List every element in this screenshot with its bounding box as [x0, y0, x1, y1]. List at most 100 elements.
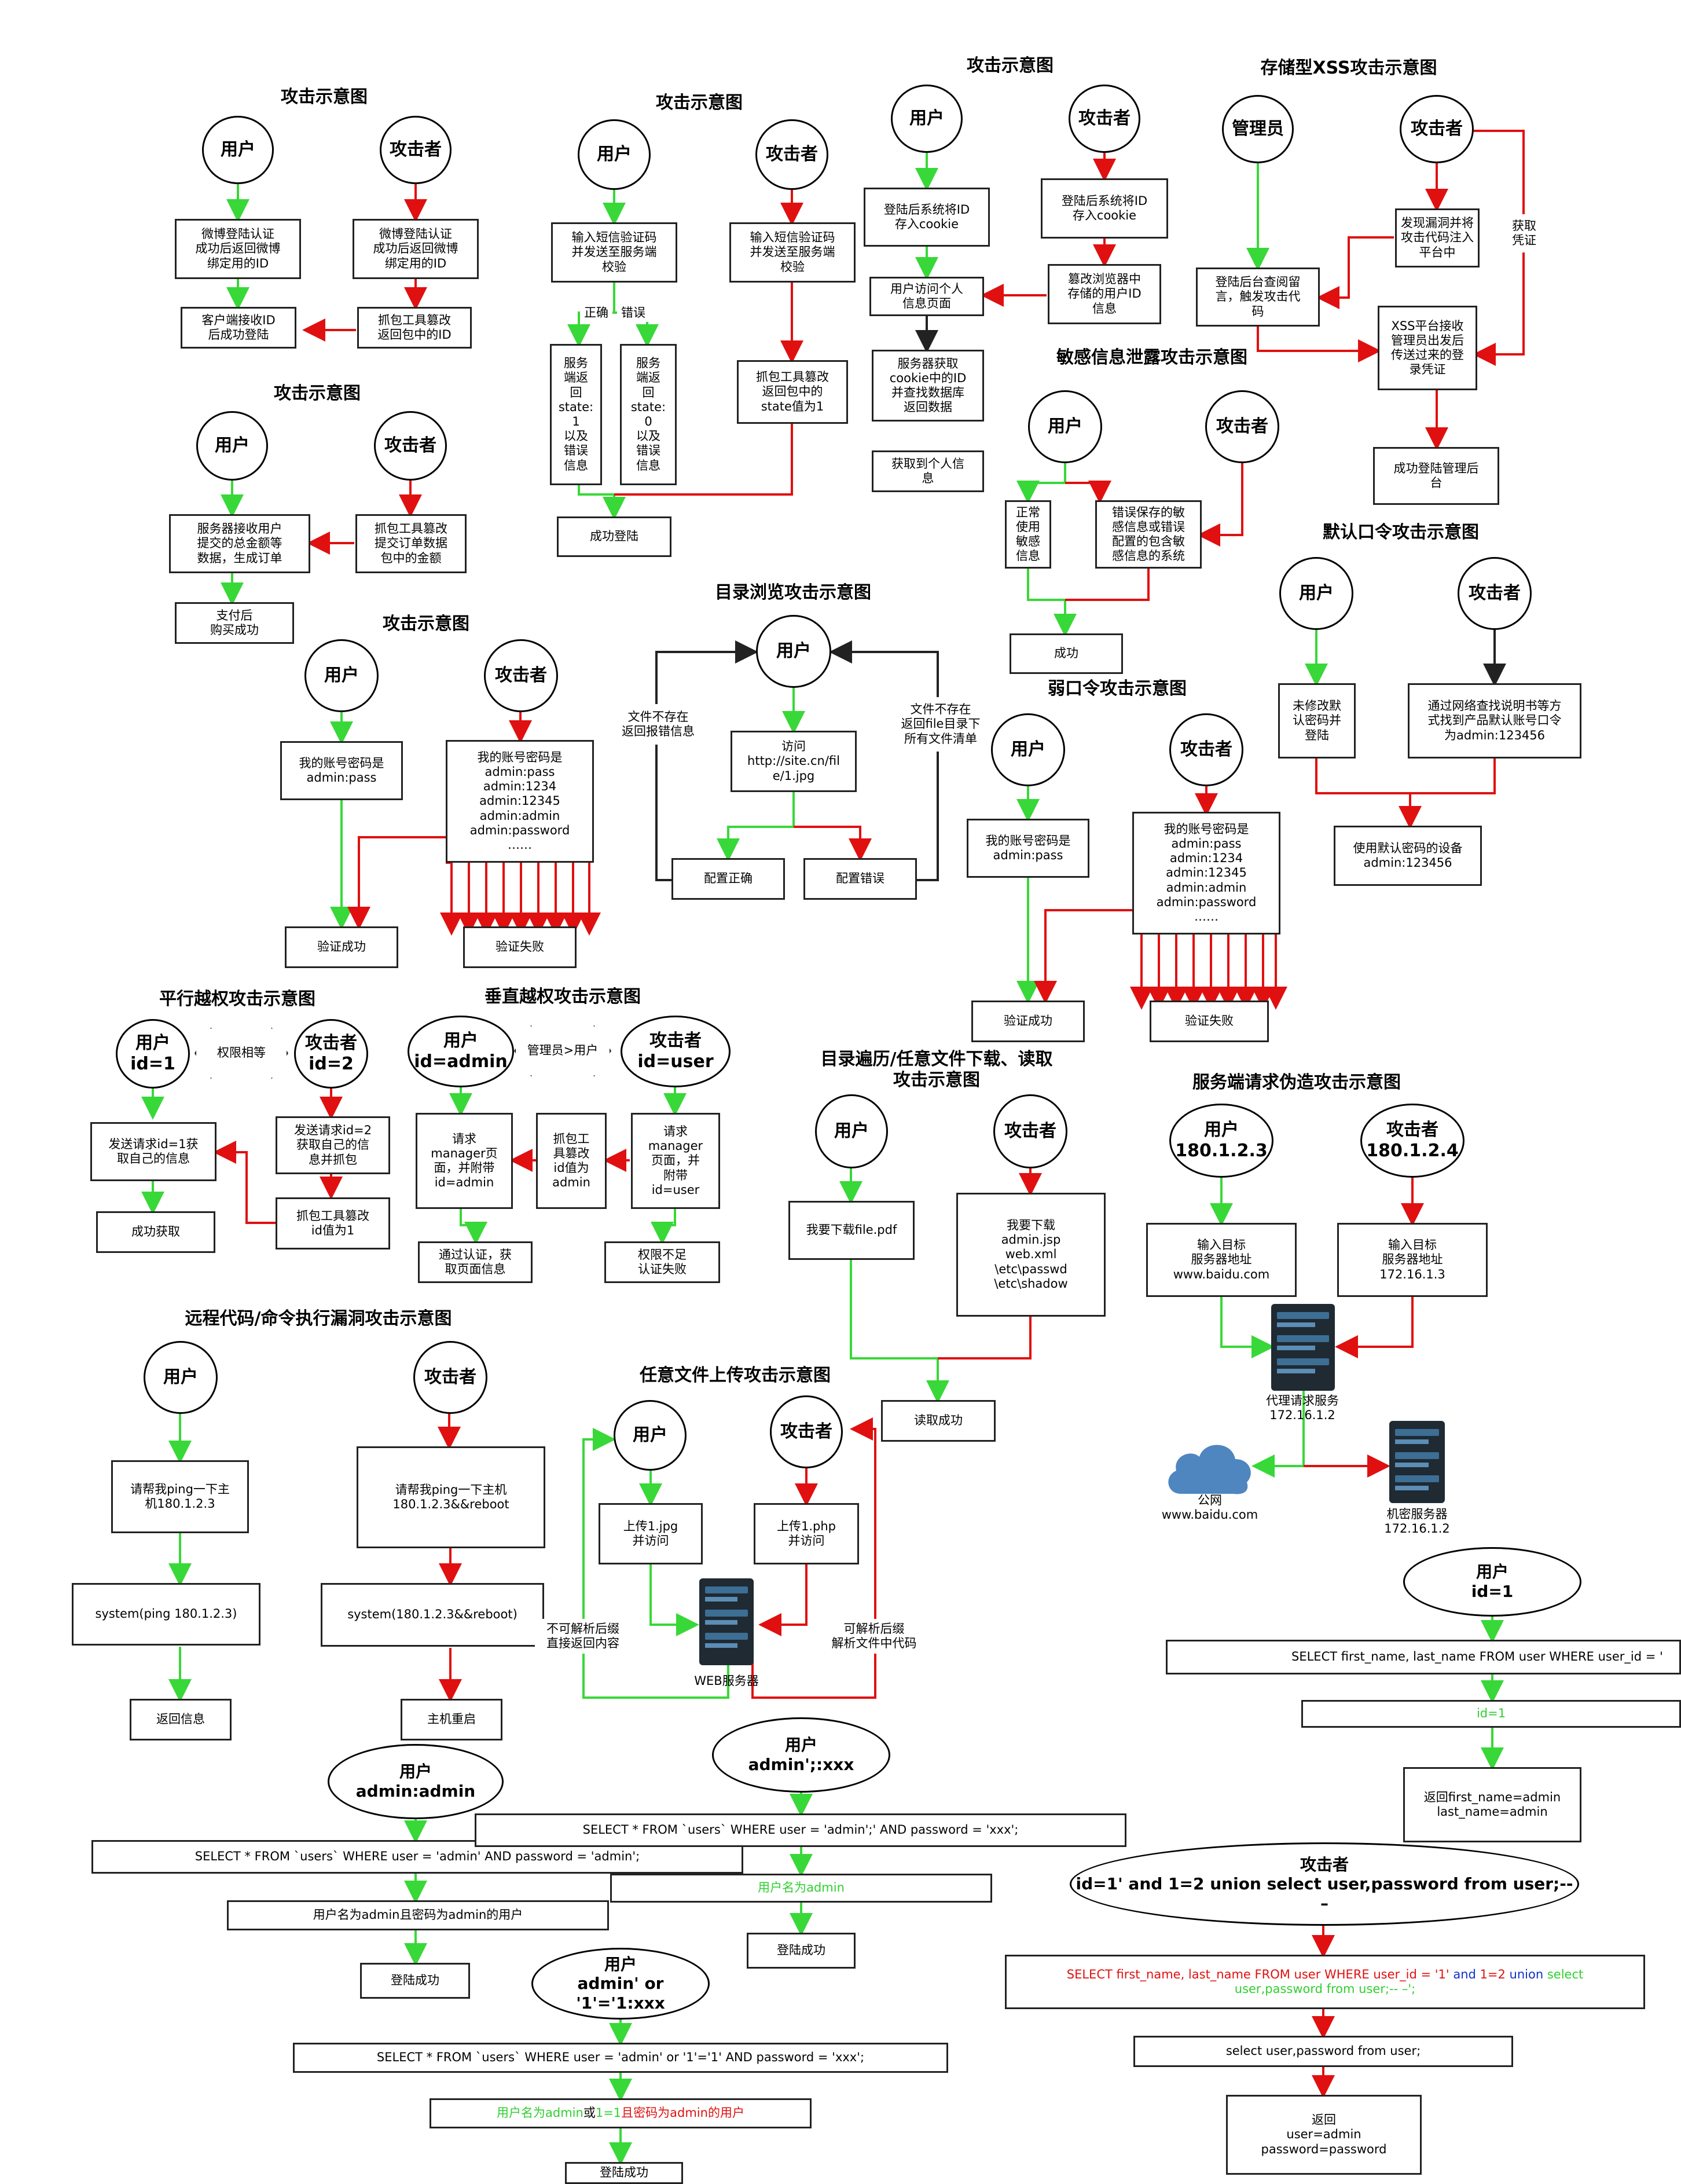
user-circle: 用户: [196, 411, 268, 481]
sql-query-box: SELECT * FROM `users` WHERE user = 'admi…: [475, 1813, 1126, 1847]
attacker-circle: 攻击者: [380, 116, 452, 184]
user-creds-box: 我的账号密码是 admin:pass: [967, 819, 1089, 878]
user-circle: 用户: [756, 615, 831, 688]
query-part: user,password from user;-- –';: [1234, 1982, 1416, 1996]
edge: [1316, 236, 1394, 309]
statement-box: select user,password from user;: [1133, 2036, 1513, 2067]
user-cmd-box: system(ping 180.1.2.3): [72, 1583, 260, 1646]
title-sensitive: 敏感信息泄露攻击示意图: [1056, 347, 1247, 368]
user-login-box: 微博登陆认证 成功后返回微博 绑定用的ID: [175, 219, 301, 279]
injected-query-box: SELECT first_name, last_name FROM user W…: [1005, 1955, 1645, 2009]
title-rce: 远程代码/命令执行漏洞攻击示意图: [185, 1309, 452, 1329]
attacker-circle: 攻击者: [770, 1395, 843, 1468]
tamper-box: 篡改浏览器中 存储的用户ID 信息: [1048, 264, 1161, 324]
server-box: 服务器接收用户 提交的总金额等 数据，生成订单: [169, 514, 310, 573]
fail-box: 权限不足 认证失败: [604, 1241, 720, 1283]
user-ellipse: 用户 admin' or '1'='1:xxx: [531, 1948, 710, 2020]
resp-err-box: 服务 端返 回 state: 0 以及 错误 信息: [620, 344, 677, 485]
attacker-circle: 攻击者 180.1.2.4: [1360, 1104, 1465, 1178]
attacker-request-box: 发送请求id=2 获取自己的信 息并抓包: [276, 1116, 390, 1174]
user-circle: 用户: [1279, 557, 1353, 630]
title-weak-password: 弱口令攻击示意图: [1048, 679, 1187, 699]
config-bad-box: 配置错误: [803, 858, 917, 900]
inject-box: 发现漏洞并将 攻击代码注入 平台中: [1395, 208, 1480, 267]
edge: [440, 862, 463, 936]
tamper-box: 抓包工 具篡改 id值为 admin: [536, 1113, 607, 1209]
title-cookie: 攻击示意图: [967, 56, 1054, 76]
user-circle: 用户: [202, 116, 274, 184]
admin-circle: 管理员: [1222, 95, 1294, 163]
attacker-circle: 攻击者: [1069, 85, 1140, 153]
edge: [717, 792, 795, 862]
attacker-circle: 攻击者: [1205, 390, 1279, 463]
attacker-cookie-box: 登陆后系统将ID 存入cookie: [1041, 178, 1168, 239]
label-error: 错误: [617, 305, 649, 322]
tamper-box: 抓包工具篡改 返回包中的 state值为1: [737, 360, 848, 424]
equal-privilege-arrow: 权限相等: [194, 1027, 288, 1079]
user-ping-box: 请帮我ping一下主 机180.1.2.3: [111, 1460, 249, 1533]
user-ellipse: 用户 id=1: [1403, 1547, 1581, 1617]
edge: [1410, 758, 1496, 794]
attacker-ping-box: 请帮我ping一下主机 180.1.2.3&&reboot: [357, 1446, 545, 1548]
user-cookie-box: 登陆后系统将ID 存入cookie: [864, 188, 990, 247]
fail-box: 验证失败: [1150, 1001, 1269, 1042]
attacker-login-box: 微博登陆认证 成功后返回微博 绑定用的ID: [353, 219, 479, 279]
result-box: 支付后 购买成功: [175, 602, 294, 644]
label-no-parse: 不可解析后缀 直接返回内容: [535, 1619, 631, 1654]
query-part: select: [1547, 1967, 1584, 1981]
result-box: 登陆成功: [565, 2162, 683, 2184]
edge: [460, 1208, 487, 1245]
attacker-circle: 攻击者: [374, 411, 447, 481]
attacker-circle: 攻击者 id=user: [621, 1016, 731, 1087]
user-circle: 用户 id=1: [116, 1019, 190, 1089]
title-sms: 攻击示意图: [656, 93, 743, 113]
edge: [347, 836, 446, 930]
user-target-box: 输入目标 服务器地址 www.baidu.com: [1146, 1223, 1297, 1297]
result-box: 返回first_name=admin last_name=admin: [1403, 1767, 1581, 1842]
edge: [649, 1564, 699, 1636]
edge: [1065, 569, 1150, 601]
user-result-box: 返回信息: [130, 1699, 232, 1740]
attacker-target-box: 输入目标 服务器地址 172.16.1.3: [1337, 1223, 1488, 1297]
result-box: 成功登陆: [557, 516, 671, 557]
title-default-password: 默认口令攻击示意图: [1323, 522, 1479, 543]
result-box: 客户端接收ID 后成功登陆: [181, 307, 296, 349]
id-box: id=1: [1301, 1700, 1681, 1728]
sql-query-box: SELECT * FROM `users` WHERE user = 'admi…: [91, 1840, 743, 1874]
result-box: 成功获取: [96, 1211, 215, 1253]
success-box: 验证成功: [285, 926, 398, 968]
visit-box: 访问 http://site.cn/fil e/1.jpg: [731, 731, 857, 792]
title-weibo: 攻击示意图: [281, 87, 368, 107]
sql-query-box: SELECT * FROM `users` WHERE user = 'admi…: [293, 2043, 948, 2073]
ok-box: 通过认证，获 取页面信息: [418, 1241, 533, 1283]
attacker-circle: 攻击者 id=2: [294, 1019, 368, 1089]
user-circle: 用户 id=admin: [408, 1016, 514, 1087]
attacker-request-box: 请求 manager 页面，并 附带 id=user: [631, 1113, 720, 1209]
result-box: 成功登陆管理后 台: [1373, 447, 1499, 505]
edge: [1257, 327, 1381, 362]
label-error-return: 文件不存在 返回报错信息: [612, 704, 704, 745]
meaning-part: 且密码为admin的用户: [621, 2106, 744, 2120]
sql-query-box: SELECT first_name, last_name FROM user W…: [1166, 1640, 1681, 1674]
attacker-step-box: 通过网络查找说明书等方 式找到产品默认账号口令 为admin:123456: [1408, 683, 1581, 758]
fail-box: 验证失败: [463, 926, 577, 968]
edge: [578, 485, 626, 520]
receive-box: XSS平台接收 管理员出发后 传送过来的登 录凭证: [1378, 306, 1477, 390]
query-box: 服务器获取 cookie中的ID 并查找数据库 返回数据: [872, 350, 984, 422]
label-correct: 正确: [580, 305, 612, 322]
edge: [1034, 909, 1132, 1004]
attacker-circle: 攻击者: [993, 1094, 1067, 1168]
edge: [1197, 454, 1243, 547]
internet-label: 公网 www.baidu.com: [1161, 1493, 1258, 1522]
user-sms-box: 输入短信验证码 并发送至服务端 校验: [551, 222, 677, 283]
user-circle: 用户 180.1.2.3: [1169, 1104, 1273, 1178]
result-box: 成功: [1010, 633, 1123, 674]
user-circle: 用户: [614, 1400, 687, 1471]
attacker-circle: 攻击者: [413, 1341, 487, 1414]
result-box: 获取到个人信 息: [872, 450, 984, 492]
meaning-part: 用户名为admin: [497, 2106, 583, 2120]
user-request-box: 发送请求id=1获 取自己的信息: [90, 1122, 216, 1181]
edge: [651, 1208, 676, 1245]
